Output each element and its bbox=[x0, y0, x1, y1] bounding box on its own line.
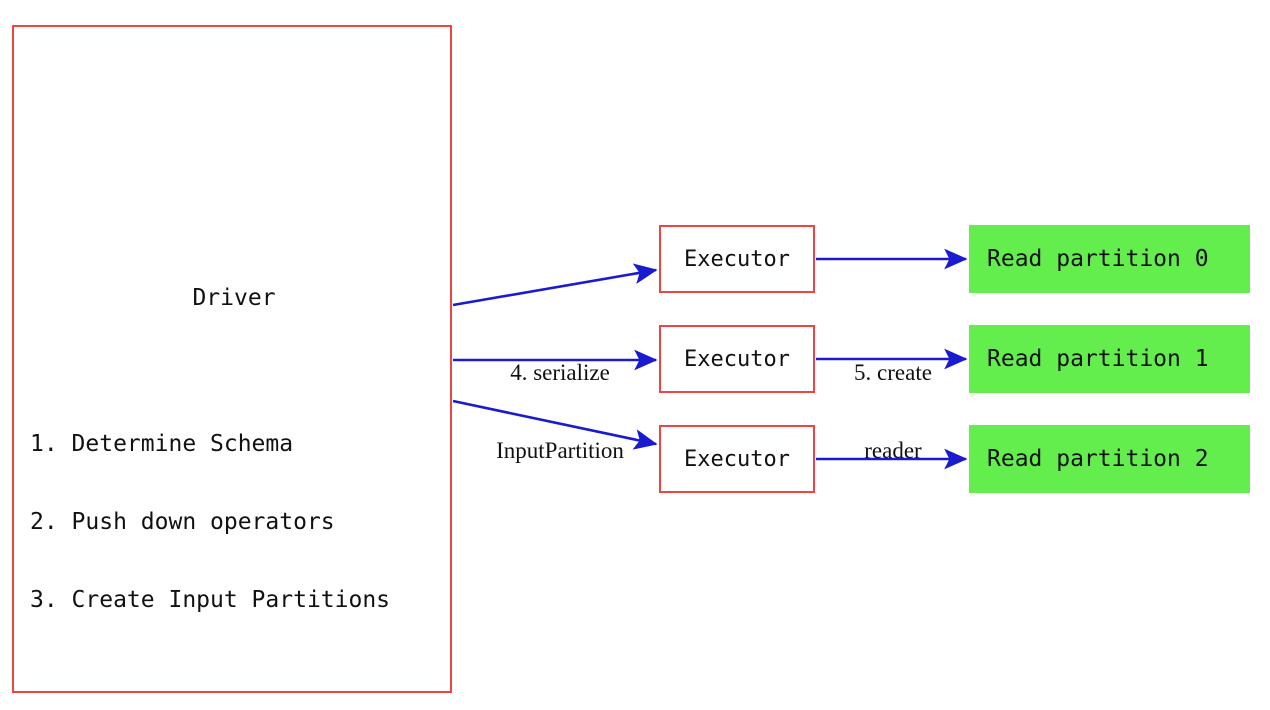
driver-step-3: 3. Create Input Partitions bbox=[30, 587, 391, 613]
partition-box-2: Read partition 2 bbox=[969, 425, 1250, 493]
partition-box-0: Read partition 0 bbox=[969, 225, 1250, 293]
driver-steps-list: 1. Determine Schema 2. Push down operato… bbox=[30, 379, 390, 665]
edge-label-serialize-line2: InputPartition bbox=[496, 438, 624, 463]
partition-label-1: Read partition 1 bbox=[987, 346, 1209, 372]
executor-box-0: Executor bbox=[659, 225, 815, 293]
partition-label-0: Read partition 0 bbox=[987, 246, 1209, 272]
partition-box-1: Read partition 1 bbox=[969, 325, 1250, 393]
edge-label-create-reader-line2: reader bbox=[864, 438, 922, 463]
executor-label-2: Executor bbox=[684, 446, 790, 472]
edge-label-serialize-line1: 4. serialize bbox=[510, 360, 610, 385]
driver-step-1: 1. Determine Schema bbox=[30, 431, 294, 457]
edge-label-create-reader-line1: 5. create bbox=[854, 360, 932, 385]
executor-box-1: Executor bbox=[659, 325, 815, 393]
edge-label-serialize: 4. serialize InputPartition bbox=[455, 308, 665, 516]
driver-step-2: 2. Push down operators bbox=[30, 509, 335, 535]
executor-label-0: Executor bbox=[684, 246, 790, 272]
arrow-driver-to-executor-0 bbox=[452, 263, 658, 307]
driver-title: Driver bbox=[192, 285, 276, 311]
executor-box-2: Executor bbox=[659, 425, 815, 493]
executor-label-1: Executor bbox=[684, 346, 790, 372]
partition-label-2: Read partition 2 bbox=[987, 446, 1209, 472]
driver-box: Driver 1. Determine Schema 2. Push down … bbox=[12, 25, 452, 693]
edge-label-create-reader: 5. create reader bbox=[823, 308, 963, 516]
